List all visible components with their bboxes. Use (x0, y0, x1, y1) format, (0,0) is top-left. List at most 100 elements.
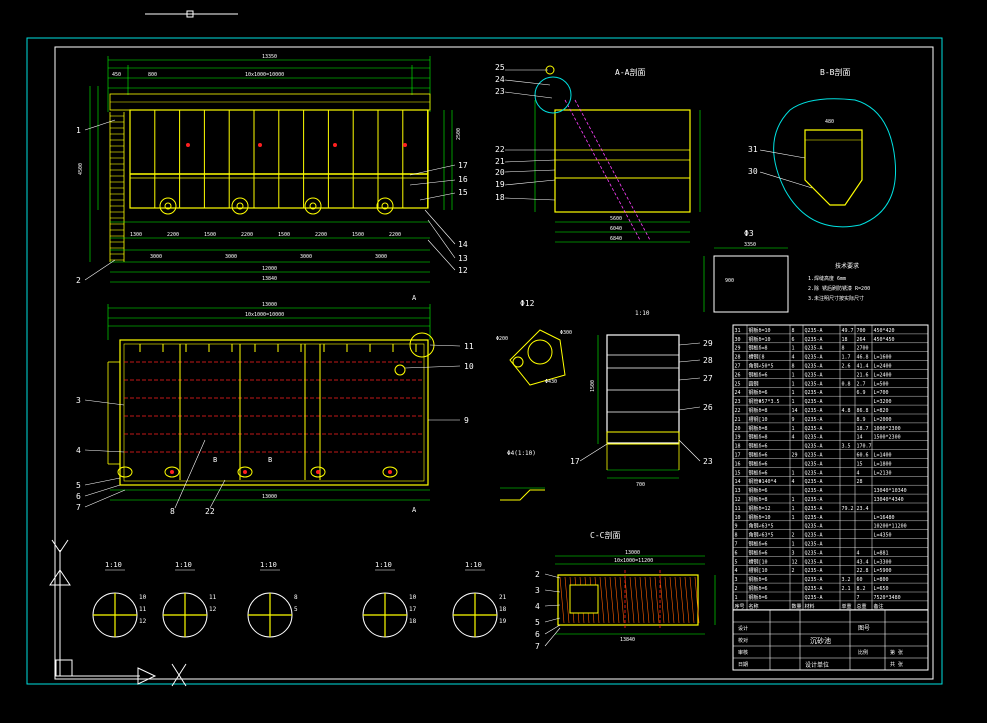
bom-cell: 圆钢 (749, 380, 759, 387)
bom-cell: L=650 (874, 586, 889, 592)
callout-24: 24 (495, 75, 505, 84)
bom-cell: 8 (842, 346, 845, 352)
detail-callout: 18 (409, 618, 417, 625)
detail-callout: 21 (499, 594, 507, 601)
front-dim-800: 800 (148, 72, 157, 78)
top-slider[interactable] (145, 10, 238, 18)
bom-cell: 1 (792, 497, 795, 503)
bom-cell: 2 (735, 586, 738, 592)
bom-cell: 2 (792, 568, 795, 574)
bom-cell: Q235-A (805, 390, 823, 396)
bom-cell: 4 (792, 355, 795, 361)
plan-dim-total: 13000 (262, 302, 277, 308)
front-bottom-dim: 2200 (315, 232, 327, 238)
bom-cell: L=16480 (874, 515, 895, 521)
callout-20: 20 (495, 168, 505, 177)
front-total-bottom2: 13840 (262, 276, 277, 282)
bom-cell: 槽钢[10 (749, 558, 768, 565)
bom-cell: 7 (735, 542, 738, 548)
plan-bottom-total: 13000 (262, 494, 277, 500)
bom-cell: 钢板δ=6 (749, 585, 768, 592)
bom-cell: 钢板δ=8 (749, 407, 768, 414)
aa-dim-6040: 6040 (610, 226, 622, 232)
bom-cell: 6 (792, 337, 795, 343)
detail-callout: 12 (139, 618, 147, 625)
bom-cell: 0.8 (842, 381, 851, 387)
detail-12-dim-1: Φ200 (496, 336, 508, 342)
section-aa-view: A-A剖面 25 24 23 22 (495, 63, 701, 243)
bom-cell: L=3200 (874, 399, 892, 405)
callout-2: 2 (76, 276, 81, 285)
bom-cell: 28 (735, 355, 741, 361)
bom-cell: Q235-A (805, 479, 823, 485)
front-dim-450: 450 (112, 72, 121, 78)
bom-cell: 钢板δ=6 (749, 541, 768, 548)
bom-cell: 28 (857, 479, 863, 485)
callout-6: 6 (76, 492, 81, 501)
callout-17b: 17 (570, 457, 580, 466)
bom-cell: 8.2 (857, 586, 866, 592)
bom-cell: Q235-A (805, 470, 823, 476)
callout-17: 17 (458, 161, 468, 170)
bom-cell: 17 (735, 453, 741, 459)
cc-dim-bottom: 13840 (620, 637, 635, 643)
detail-callout: 11 (209, 594, 217, 601)
bom-cell: 4.8 (842, 408, 851, 414)
bom-cell: 1 (792, 390, 795, 396)
front-dim-span: 10x1000=10000 (245, 72, 284, 78)
bom-cell: 23.4 (857, 506, 869, 512)
bom-cell: 8.9 (857, 417, 866, 423)
bom-cell: 10 (735, 515, 741, 521)
bom-cell: 1.7 (842, 355, 851, 361)
bom-cell: L=500 (874, 381, 889, 387)
bom-cell: 1000*2300 (874, 426, 901, 432)
bom-cell: 1 (792, 372, 795, 378)
front-total-bottom: 12000 (262, 266, 277, 272)
bom-cell: 4 (792, 435, 795, 441)
callout-28: 28 (703, 356, 713, 365)
bom-cell: L=800 (874, 577, 889, 583)
title-sheet: 第 张 (890, 649, 903, 656)
bom-cell: 槽钢[10 (749, 567, 768, 574)
detail-node-title: Φ4(1:10) (507, 450, 536, 457)
bom-cell: 19 (735, 435, 741, 441)
title-drawing-no: 图号 (858, 625, 870, 632)
bom-cell: 700 (857, 328, 866, 334)
front-dim-height: 4500 (78, 163, 84, 175)
bom-cell: 钢板δ=6 (749, 389, 768, 396)
callout-11: 11 (464, 342, 474, 351)
bom-cell: L=1400 (874, 453, 892, 459)
front-bottom-dim: 1500 (278, 232, 290, 238)
bom-header-cell: 单重 (842, 603, 852, 610)
bom-cell: 7520*3480 (874, 595, 901, 601)
section-bb-title: B-B剖面 (820, 67, 850, 77)
callout-14: 14 (458, 240, 468, 249)
callout-31: 31 (748, 145, 758, 154)
bom-cell: Q235-A (805, 515, 823, 521)
callout-9: 9 (464, 416, 469, 425)
callout-22b: 22 (495, 145, 505, 154)
bom-cell: 钢板δ=8 (749, 425, 768, 432)
callout-23b: 23 (703, 457, 713, 466)
front-base-dim: 3000 (225, 254, 237, 260)
title-date: 日期 (738, 662, 748, 668)
plan-dim-span: 10x1000=10000 (245, 312, 284, 318)
bom-cell: 46.8 (857, 355, 869, 361)
bom-cell: Q235-A (805, 328, 823, 334)
bom-cell: L=820 (874, 408, 889, 414)
detail-circles-row: 1:101011121:1011121:10851:101017181:1021… (92, 561, 507, 638)
front-dim-total: 13350 (262, 54, 277, 60)
detail-callout: 10 (409, 594, 417, 601)
tech-note-3: 3.未注明尺寸按实际尺寸 (808, 295, 864, 302)
bom-cell: 1 (792, 470, 795, 476)
bom-cell: 15 (735, 470, 741, 476)
front-base-dim: 3000 (150, 254, 162, 260)
